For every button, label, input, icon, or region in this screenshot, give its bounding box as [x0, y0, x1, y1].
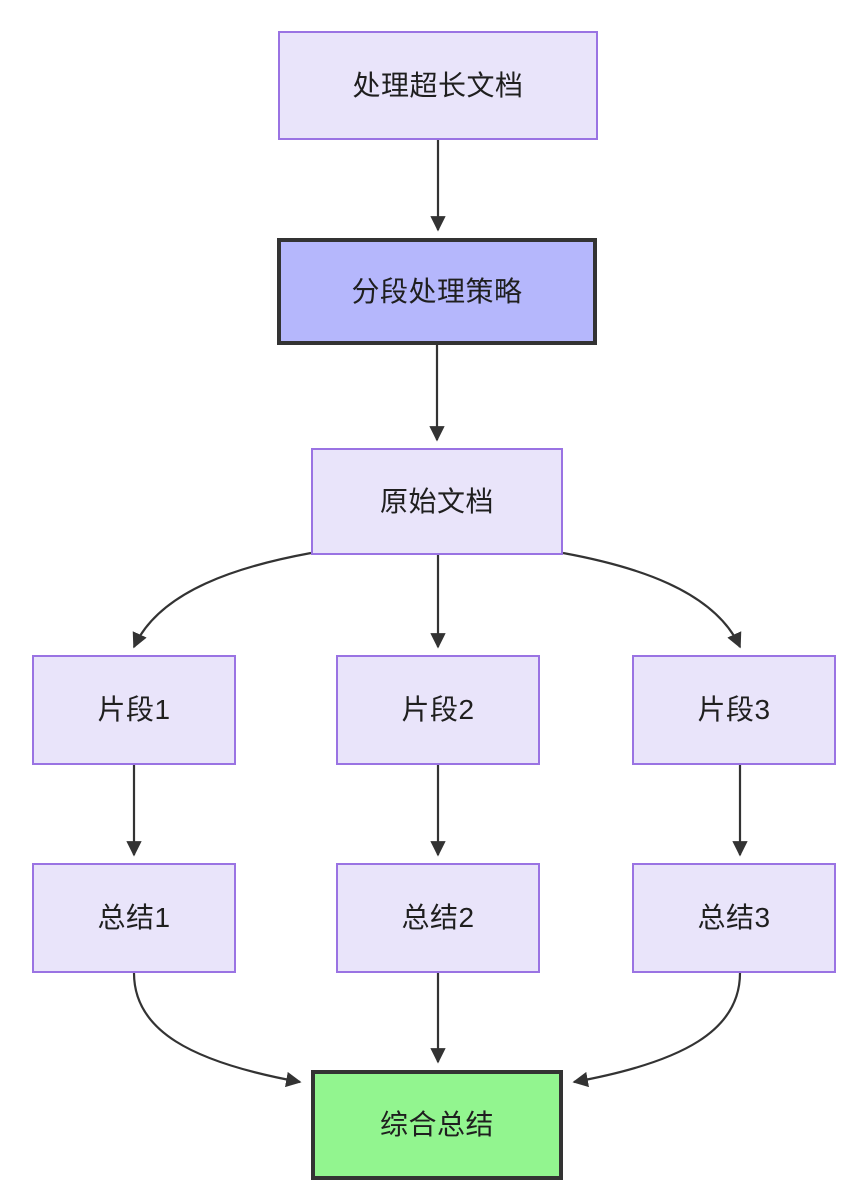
- node-label: 片段2: [401, 694, 475, 726]
- edge-n7-n10: [132, 972, 302, 1088]
- node-fragment-2[interactable]: 片段2: [336, 655, 540, 765]
- node-summary-1[interactable]: 总结1: [32, 863, 236, 973]
- node-label: 原始文档: [379, 485, 494, 517]
- node-comprehensive-summary[interactable]: 综合总结: [311, 1070, 563, 1180]
- node-chunking-strategy[interactable]: 分段处理策略: [277, 238, 597, 345]
- node-summary-3[interactable]: 总结3: [632, 863, 836, 973]
- edge-n3-n4: [132, 551, 312, 649]
- node-process-long-document[interactable]: 处理超长文档: [278, 31, 598, 140]
- node-label: 片段1: [97, 694, 171, 726]
- node-label: 综合总结: [379, 1109, 494, 1141]
- node-label: 分段处理策略: [351, 275, 523, 307]
- node-label: 处理超长文档: [352, 69, 524, 101]
- node-label: 总结1: [97, 902, 171, 934]
- node-fragment-3[interactable]: 片段3: [632, 655, 836, 765]
- node-label: 片段3: [697, 694, 771, 726]
- edge-n3-n6: [562, 551, 742, 649]
- node-summary-2[interactable]: 总结2: [336, 863, 540, 973]
- node-fragment-1[interactable]: 片段1: [32, 655, 236, 765]
- node-label: 总结3: [697, 902, 771, 934]
- node-label: 总结2: [401, 902, 475, 934]
- edge-n9-n10: [572, 972, 742, 1088]
- node-original-document[interactable]: 原始文档: [311, 448, 563, 555]
